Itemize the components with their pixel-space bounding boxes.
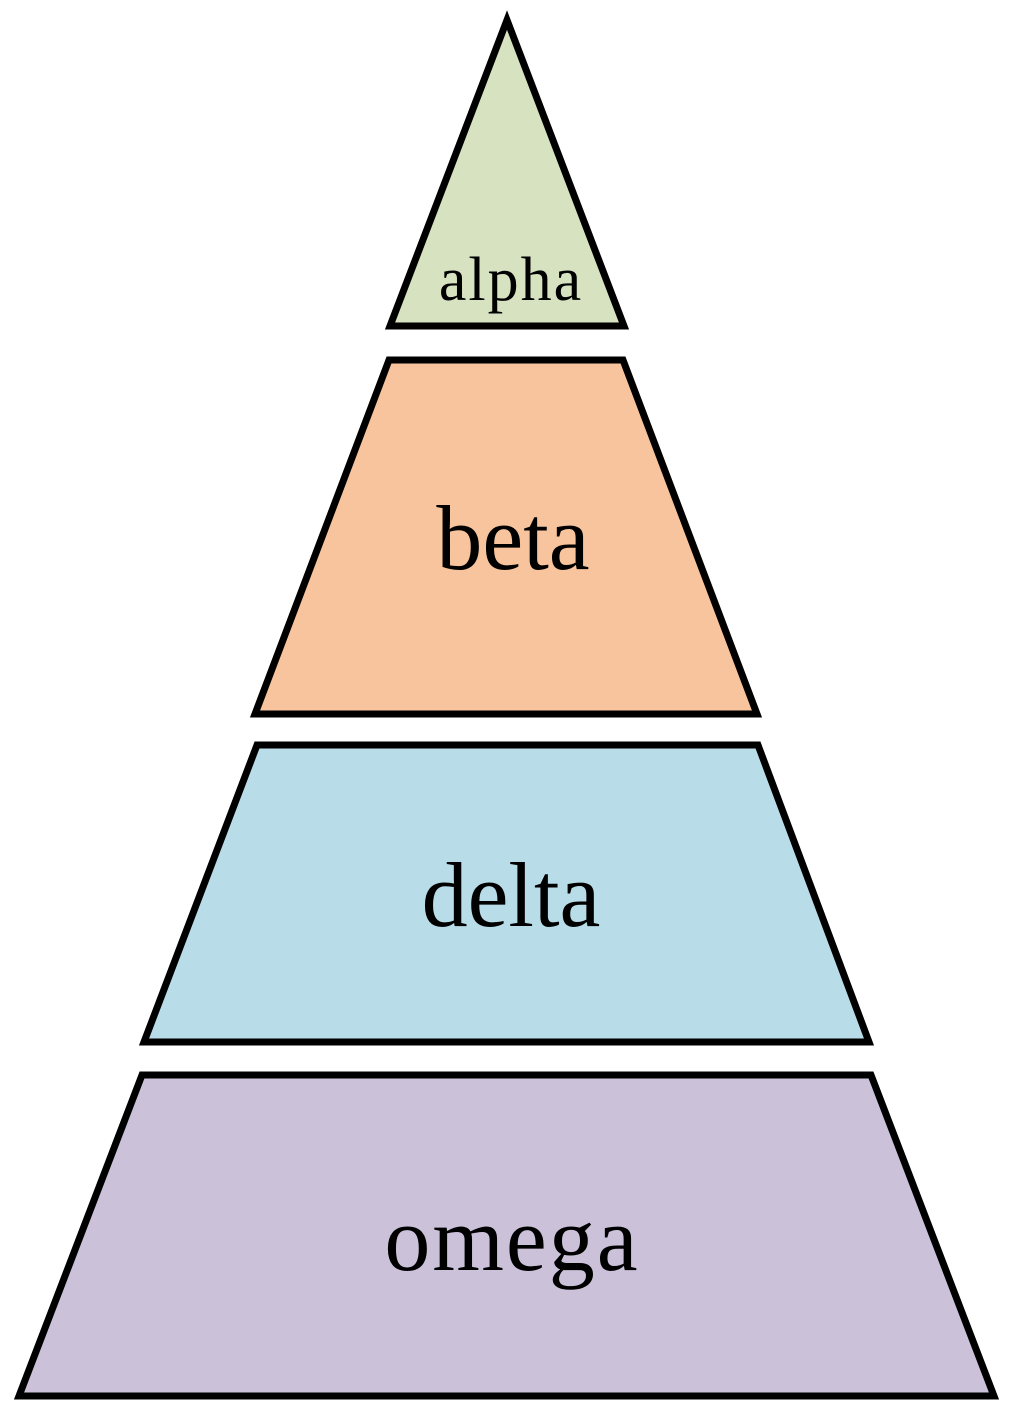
tier-delta: delta [138,741,875,1046]
tier-beta: beta [249,356,763,718]
tier-delta-label: delta [422,844,601,946]
tier-alpha-label: alpha [439,246,583,314]
tier-delta-shape [138,741,875,1046]
tier-beta-shape [249,356,763,718]
tier-omega-shape [13,1071,1000,1400]
tier-alpha-shape [384,10,630,330]
tier-alpha: alpha [384,10,630,330]
tier-omega-label: omega [384,1188,639,1290]
tier-omega: omega [13,1071,1000,1400]
tier-beta-label: beta [436,487,589,589]
